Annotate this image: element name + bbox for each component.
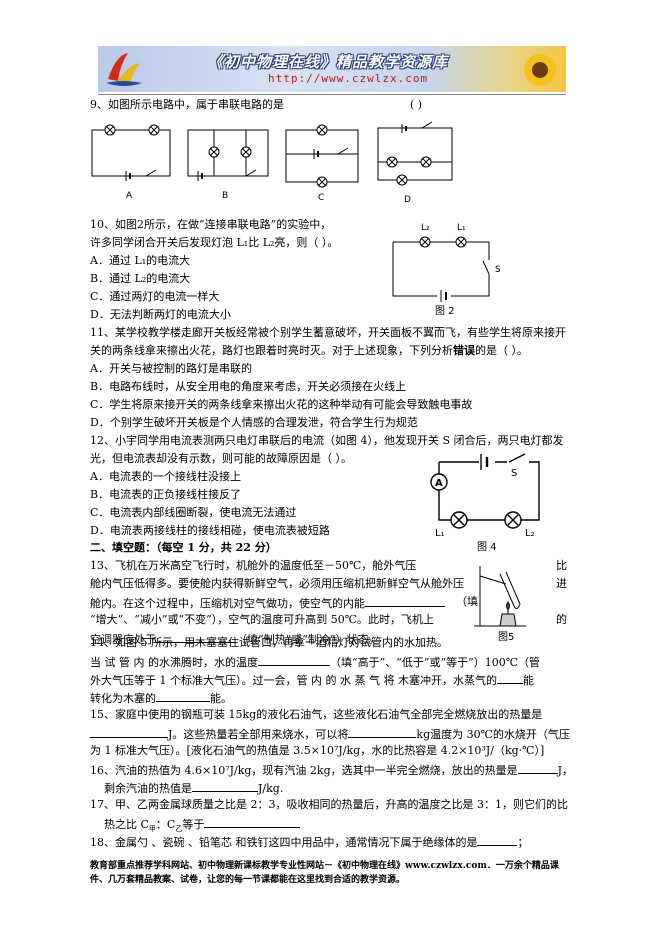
q9-stem: 9、如图所示电路中，属于串联电路的是( ) [90,98,423,111]
q14-line-1: 14、如图 5 所示，用木塞塞住试管口，再拿一酒精灯对试管内的水加热。 [90,636,448,649]
q17-line-2: 热之比 C甲：C乙等于 [104,816,301,836]
q10-stem-1: 10、如图2所示，在做“连接串联电路”的实验中， [90,218,332,231]
q12-fig-l2-label: L₂ [525,528,535,539]
q13-blank-1[interactable] [365,595,445,607]
q18-line-1: 18、金属勺 、瓷碗 、铅笔芯 和铁钉这四中用品中，通常情况下属于绝缘体的是； [90,834,529,849]
q9-label-c: C [318,193,324,203]
q9-label-b: B [222,191,228,201]
q12-fig-s-label: S [511,468,517,479]
q12-figure-4: A S L₁ L₂ 图 4 [430,453,540,553]
header-title: 《初中物理在线》精品教学资源库 [208,53,449,71]
q12-stem-2: 光，但电流表却没有示数，则可能的故障原因是（ ）。 [90,452,352,465]
q12-fig-ammeter-label: A [435,478,443,489]
sunflower-icon [524,54,556,86]
footer-line-2: 件、几万套精品教案、试卷，让您的每一节课都能在这里找到合适的教学资源。 [90,875,406,885]
q15-line-1: 15、家庭中使用的钢瓶可装 15kg的液化石油气，这些液化石油气全部完全燃烧放出… [90,708,543,721]
q12-option-d: D．电流表两接线柱的接线相碰，使电流表被短路 [90,524,330,537]
q9-circuit-figures: A B C D [91,121,453,205]
q11-option-c: C．学生将原来接开关的两条线拿来擦出火花的这种举动有可能会导致触电事故 [90,398,473,411]
q15-blank-1[interactable] [90,726,168,738]
q13-line-2: 舱内气压低得多。要使舱内获得新鲜空气，必须用压缩机把新鲜空气从舱外压进 [90,577,567,590]
q16-blank-2[interactable] [192,780,258,792]
q16-line-1: 16、汽油的热值为 4.6×10⁷J/kg，现有汽油 2kg，选其中一半完全燃烧… [90,762,574,777]
q10-fig-caption: 图 2 [435,305,455,317]
header-divider [98,94,566,95]
q12-fig-caption: 图 4 [477,541,497,553]
section-2-heading: 二、填空题：（每空 1 分，共 22 分） [90,541,277,554]
q13-line-4: “增大”、“减小”或“不变”），空气的温度可升高到 50℃。此时，飞机上的 [90,613,567,626]
q12-fig-l1-label: L₁ [435,528,445,539]
q10-stem-2: 许多同学闭合开关后发现灯泡 L₁比 L₂亮，则（ ）。 [90,236,339,249]
q14-figure-5: 图5 [474,566,526,643]
q17-line-1: 17、甲、乙两金属球质量之比是 2：3，吸收相同的热量后，升高的温度之比是 3：… [90,798,568,811]
q17-blank-1[interactable] [204,816,301,828]
q14-blank-3[interactable] [156,690,210,702]
q14-line-2: 当 试 管 内 的水沸腾时，水的温度（填“高于”、“低于”或“等于”）100℃（… [90,654,541,669]
q12-option-a: A．电流表的一个接线柱没接上 [90,470,241,483]
q14-blank-1[interactable] [258,654,330,666]
q10-option-b: B．通过 L₂的电流大 [90,272,191,285]
q15-blank-2[interactable] [348,726,417,738]
q12-stem-1: 12、小宇同学用电流表测两只电灯串联后的电流（如图 4），他发现开关 S 闭合后… [90,434,564,447]
q16-blank-1[interactable] [517,762,558,774]
header-banner: 《初中物理在线》精品教学资源库 http://www.czwlzx.com [98,46,566,92]
q10-fig-l2-label: L₂ [421,223,430,233]
q9-label-d: D [404,195,411,205]
q10-figure-2: L₂ L₁ S 图 2 [392,223,501,317]
q18-blank-1[interactable] [477,834,518,846]
q9-label-a: A [126,191,133,201]
q11-option-b: B．电路布线时，从安全用电的角度来考虑，开关必须接在火线上 [90,380,407,393]
q10-fig-l1-label: L₁ [457,223,466,233]
q10-option-d: D．无法判断两灯的电流大小 [90,308,231,321]
q12-option-b: B．电流表的正负接线柱接反了 [90,488,242,501]
q14-line-4: 转化为木塞的能。 [90,690,232,705]
q13-blank-2[interactable] [156,631,236,643]
q11-option-a: A．开关与被控制的路灯是串联的 [90,362,252,375]
q13-line-1: 13、飞机在万米高空飞行时，机舱外的温度低至－50℃，舱外气压比 [90,559,567,572]
footer-line-1: 教育部重点推荐学科网站、初中物理新课标教学专业性网站－《初中物理在线》www.c… [90,861,559,871]
q10-option-c: C．通过两灯的电流一样大 [90,290,220,303]
q13-line-3: 舱内。在这个过程中，压缩机对空气做功，使空气的内能（填 [90,595,478,610]
q14-line-3: 外大气压等于 1 个标准大气压）。过一会，管 内 的 水 蒸 气 将 木塞冲开，… [90,672,534,687]
q12-option-c: C．电流表内部线圈断裂，使电流无法通过 [90,506,297,519]
q11-stem-1: 11、某学校教学楼走廊开关板经常被个别学生蓄意破坏，开关面板不翼而飞，有些学生将… [90,326,566,339]
q10-fig-s-label: S [495,265,501,275]
q11-stem-2: 关的两条线拿来擦出火花，路灯也跟着时亮时灭。对于上述现象，下列分析错误的是（ ）… [90,344,528,357]
q14-blank-2[interactable] [496,672,523,684]
q13-line-5: 空调器应处于（填“制热”或“制冷”）状态。 [90,631,380,646]
header-url[interactable]: http://www.czwlzx.com [268,72,429,85]
site-logo-icon [106,53,142,86]
q15-line-3: 为 1 标准大气压）。[液化石油气的热值是 3.5×10⁷J/kg，水的比热容是… [90,744,545,757]
q11-option-d: D．个别学生破坏开关板是个人情感的合理发泄，符合学生行为规范 [90,416,418,429]
q14-fig-caption: 图5 [498,631,514,643]
q10-option-a: A．通过 L₁的电流大 [90,254,191,267]
